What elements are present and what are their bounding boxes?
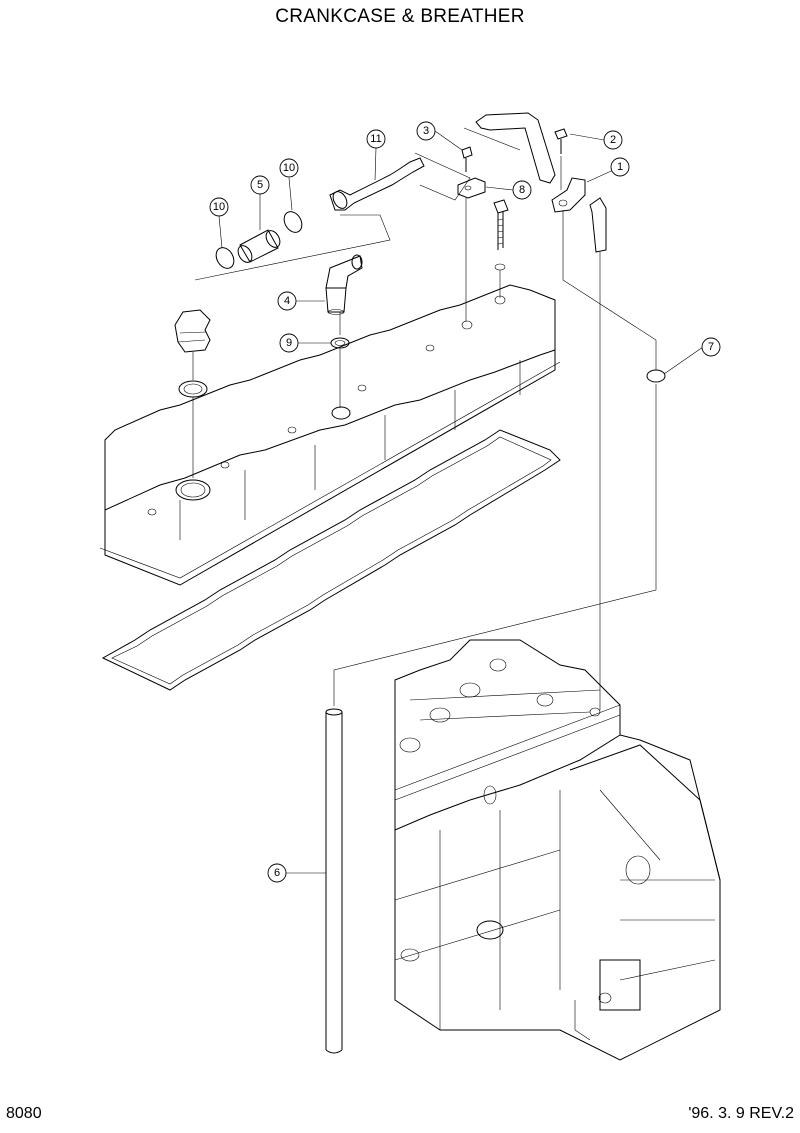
bracket-part-1 [551,177,607,253]
svg-text:11: 11 [370,133,381,145]
assembly-lines [192,127,657,710]
svg-text:1: 1 [617,161,623,173]
callout-1: 1 [610,157,630,177]
callout-5: 5 [250,175,270,195]
oil-filler-cap [174,309,211,398]
pipe-part-11 [329,157,425,211]
svg-text:10: 10 [213,201,225,213]
callout-2: 2 [603,130,623,150]
hose-part-5 [237,229,281,263]
svg-text:5: 5 [257,179,263,191]
callout-4: 4 [277,291,297,311]
callout-10-upper: 10 [279,158,299,178]
callout-6: 6 [267,863,287,883]
callout-8: 8 [512,180,532,200]
callout-7: 7 [701,337,721,357]
engine-block [394,639,721,1061]
svg-text:2: 2 [610,134,616,146]
svg-text:10: 10 [283,162,295,174]
callout-9: 9 [279,333,299,353]
callout-11: 11 [366,129,386,149]
bent-pipe [475,112,556,184]
svg-text:8: 8 [519,184,525,196]
callout-3: 3 [416,121,436,141]
bolt-part-3 [461,146,473,172]
svg-text:6: 6 [274,867,280,879]
svg-text:4: 4 [284,295,290,307]
clamp-part-7 [646,369,666,383]
svg-text:9: 9 [286,337,292,349]
breather-tube-part-6 [325,708,343,1054]
svg-text:3: 3 [423,125,429,137]
elbow-fitting-part-4 [325,254,363,315]
hose-clamp-part-10-lower [215,247,235,269]
hose-clamp-part-10-upper [283,211,303,233]
bolt-part-2 [554,128,568,154]
diagram-title: CRANKCASE & BREATHER [275,6,525,27]
callout-10-lower: 10 [209,197,229,217]
revision-date: '96. 3. 9 REV.2 [688,1105,794,1122]
svg-text:7: 7 [708,341,714,353]
bracket-part-8 [457,177,486,199]
callout-leaders [218,130,704,874]
long-bolt [493,199,509,271]
cover-gasket [101,429,561,691]
page-number: 8080 [6,1105,42,1122]
rocker-cover [99,284,561,586]
